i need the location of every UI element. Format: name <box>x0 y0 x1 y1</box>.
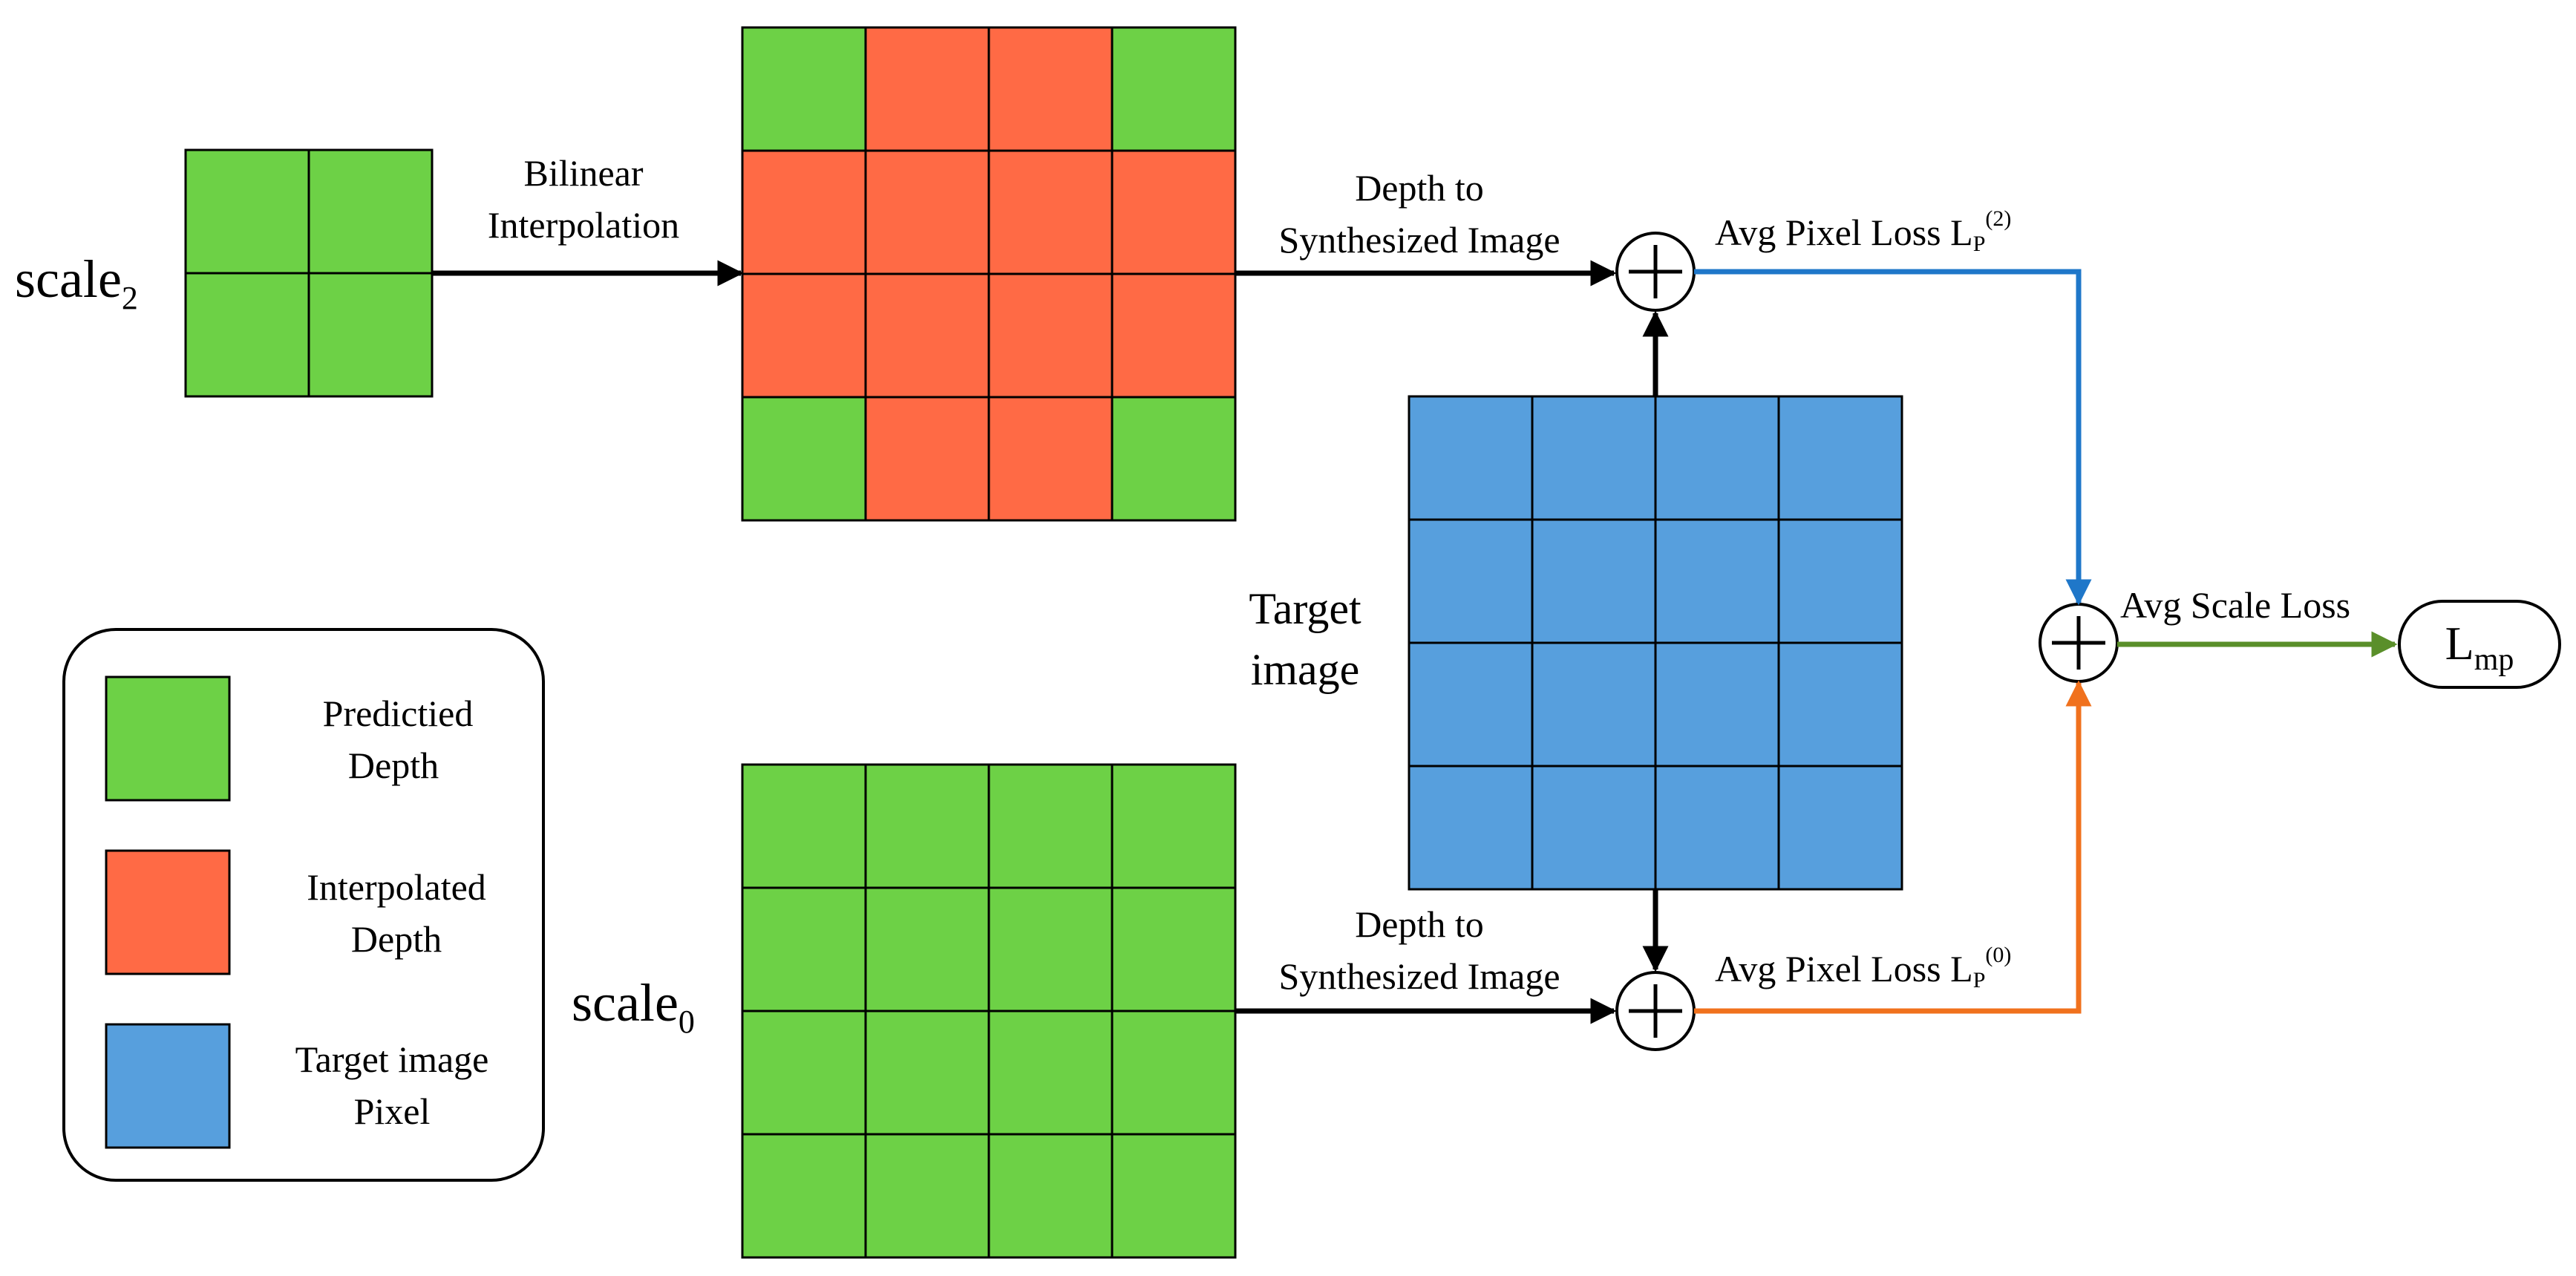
scale2-interp-cell <box>741 272 867 399</box>
legend-swatch-target <box>105 1023 231 1149</box>
avg-pixel-loss-top-label: Avg Pixel Loss LP(2) <box>1715 206 2011 256</box>
scale2-interp-cell <box>987 149 1114 275</box>
scale0-cell <box>741 886 867 1012</box>
scale0-cell <box>864 886 990 1012</box>
depth-bottom-label-line1: Depth to <box>1355 903 1484 945</box>
scale0-predicted-grid <box>741 763 1237 1259</box>
scale2-interp-cell <box>1111 272 1237 399</box>
scale2-interp-cell <box>987 396 1114 522</box>
target-cell <box>1531 395 1657 521</box>
pixel-loss-top-path <box>1694 269 2092 606</box>
scale0-cell <box>987 763 1114 889</box>
scale2-interp-cell <box>1111 149 1237 275</box>
target-cell <box>1408 518 1534 644</box>
target-cell <box>1531 518 1657 644</box>
target-cell <box>1408 765 1534 891</box>
legend-interpolated-line1: Interpolated <box>307 866 486 908</box>
scale2-interp-cell <box>741 149 867 275</box>
legend-target-line2: Pixel <box>354 1090 431 1132</box>
avg-scale-loss-label: Avg Scale Loss <box>2120 584 2350 626</box>
scale0-label: scale0 <box>572 973 695 1040</box>
scale0-cell <box>741 1010 867 1136</box>
scale2-interp-cell <box>864 26 990 152</box>
target-cell <box>1654 765 1780 891</box>
scale2-interp-cell <box>741 26 867 152</box>
target-cell <box>1654 395 1780 521</box>
target-cell <box>1654 518 1780 644</box>
target-cell <box>1531 641 1657 768</box>
target-image-label-line2: image <box>1251 645 1360 694</box>
scale0-cell <box>1111 763 1237 889</box>
scale2-interp-cell <box>864 149 990 275</box>
scale2-predicted-grid <box>184 148 434 398</box>
scale2-small-cell <box>184 148 310 275</box>
scale0-cell <box>864 1010 990 1136</box>
bilinear-label-line1: Bilinear <box>523 152 643 194</box>
legend-swatch-interpolated <box>105 849 231 975</box>
depth-bottom-label-line2: Synthesized Image <box>1278 955 1560 997</box>
legend-predicted-line2: Depth <box>348 745 439 786</box>
scale0-cell <box>987 886 1114 1012</box>
target-cell <box>1408 395 1534 521</box>
sum-node-bottom <box>1615 971 1696 1051</box>
scale0-cell <box>741 1133 867 1259</box>
scale0-cell <box>1111 1010 1237 1136</box>
scale0-cell <box>741 763 867 889</box>
lmp-label: Lmp <box>2445 617 2514 677</box>
target-cell <box>1654 641 1780 768</box>
avg-pixel-loss-bottom-label: Avg Pixel Loss LP(0) <box>1715 943 2011 992</box>
scale2-interp-cell <box>864 272 990 399</box>
scale0-cell <box>1111 1133 1237 1259</box>
pixel-loss-bottom-path <box>1694 680 2092 1014</box>
lmp-output-box <box>2398 600 2561 689</box>
scale2-small-cell <box>184 272 310 398</box>
bilinear-label-line2: Interpolation <box>488 204 679 246</box>
sum-node-top <box>1615 232 1696 312</box>
scale2-small-cell <box>307 272 434 398</box>
target-cell <box>1777 641 1903 768</box>
legend-interpolated-line2: Depth <box>351 918 442 960</box>
scale2-interp-cell <box>1111 396 1237 522</box>
scale2-interp-cell <box>864 396 990 522</box>
depth-top-label-line2: Synthesized Image <box>1278 219 1560 261</box>
legend-swatch-predicted <box>105 675 231 802</box>
target-image-grid <box>1408 395 1903 891</box>
depth-top-label-line1: Depth to <box>1355 167 1484 209</box>
target-image-label-line1: Target <box>1249 584 1361 633</box>
sum-node-final <box>2039 603 2119 683</box>
scale2-small-cell <box>307 148 434 275</box>
target-cell <box>1531 765 1657 891</box>
scale2-interp-cell <box>741 396 867 522</box>
scale2-label: scale2 <box>15 249 138 316</box>
target-cell <box>1777 765 1903 891</box>
target-cell <box>1777 518 1903 644</box>
scale2-interp-cell <box>987 26 1114 152</box>
scale0-cell <box>987 1133 1114 1259</box>
target-cell <box>1777 395 1903 521</box>
legend-predicted-line1: Predictied <box>323 693 474 734</box>
scale0-cell <box>864 1133 990 1259</box>
scale2-interp-cell <box>987 272 1114 399</box>
legend-target-line1: Target image <box>295 1038 489 1080</box>
scale2-interp-cell <box>1111 26 1237 152</box>
scale2-interpolated-grid <box>741 26 1237 522</box>
target-cell <box>1408 641 1534 768</box>
scale0-cell <box>864 763 990 889</box>
scale0-cell <box>987 1010 1114 1136</box>
scale0-cell <box>1111 886 1237 1012</box>
legend: Predictied Depth Interpolated Depth Targ… <box>62 628 545 1182</box>
